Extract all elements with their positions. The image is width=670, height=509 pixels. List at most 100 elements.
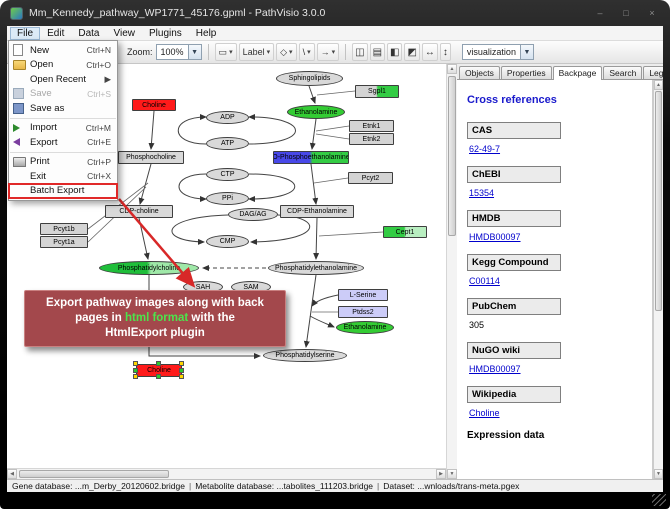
menu-help[interactable]: Help	[195, 27, 217, 39]
pathway-node-ptdss2[interactable]: Ptdss2	[338, 306, 388, 318]
canvas-horizontal-scrollbar[interactable]: ◀ ▶	[7, 468, 446, 479]
file-menu-item-open-recent[interactable]: Open Recent▶	[9, 72, 117, 87]
pathway-node-etnk1[interactable]: Etnk1	[349, 120, 394, 132]
align-center-horizontal-icon[interactable]: ◫	[352, 43, 368, 61]
pathway-node-cept1[interactable]: Cept1	[383, 226, 427, 238]
scroll-up-arrow-icon[interactable]: ▲	[654, 80, 663, 90]
tab-backpage[interactable]: Backpage	[552, 66, 603, 80]
datanode-tool[interactable]: ▭▾	[214, 43, 237, 61]
selection-handle[interactable]	[133, 367, 138, 373]
selection-handle[interactable]	[133, 361, 138, 366]
file-menu-item-batch-export[interactable]: Batch Export	[8, 182, 118, 199]
tab-properties[interactable]: Properties	[500, 66, 552, 79]
pathway-node-cdp-ethanolamine[interactable]: CDP-Ethanolamine	[280, 205, 354, 218]
shape-tool[interactable]: ◇▾	[276, 43, 297, 61]
sidepanel-tabs: ObjectsPropertiesBackpageSearchLegend	[457, 64, 663, 80]
selection-handle[interactable]	[156, 361, 161, 366]
dropdown-arrow-icon[interactable]: ▾	[229, 49, 233, 56]
crossref-link[interactable]: HMDB00097	[469, 232, 521, 242]
maximize-button[interactable]: □	[623, 8, 629, 18]
pathway-node-choline[interactable]: Choline	[132, 99, 176, 111]
scroll-left-arrow-icon[interactable]: ◀	[7, 469, 17, 479]
set-common-width-icon[interactable]: ↔	[421, 43, 438, 61]
pathway-node-ethanolamine[interactable]: Ethanolamine	[287, 105, 345, 119]
selection-handle[interactable]	[133, 374, 138, 379]
selection-handle[interactable]	[179, 367, 184, 373]
menu-data[interactable]: Data	[78, 27, 100, 39]
align-top-icon[interactable]: ◩	[404, 43, 420, 61]
pathway-node-adp[interactable]: ADP	[206, 111, 249, 124]
pathway-node-o-phosphoethanolamine[interactable]: O-Phosphoethanolamine	[273, 151, 349, 164]
crossref-link[interactable]: HMDB00097	[469, 364, 521, 374]
minimize-button[interactable]: –	[597, 8, 603, 18]
menu-file[interactable]: File	[10, 26, 41, 40]
pathway-node-ppi[interactable]: PPi	[206, 192, 249, 205]
pathway-node-pcyt1b[interactable]: Pcyt1b	[40, 223, 88, 235]
window-title: Mm_Kennedy_pathway_WP1771_45176.gpml - P…	[29, 7, 326, 19]
vertical-scroll-thumb[interactable]	[448, 76, 456, 236]
align-left-icon[interactable]: ◧	[387, 43, 403, 61]
titlebar[interactable]: Mm_Kennedy_pathway_WP1771_45176.gpml - P…	[0, 0, 670, 26]
scroll-down-arrow-icon[interactable]: ▼	[447, 469, 457, 479]
crossref-link[interactable]: 15354	[469, 188, 495, 198]
menu-plugins[interactable]: Plugins	[148, 27, 182, 39]
menu-shortcut: Ctrl+S	[87, 88, 111, 99]
zoom-combobox[interactable]: 100% ▼	[155, 44, 202, 60]
label-tool[interactable]: Label▾	[238, 43, 275, 61]
tab-search[interactable]: Search	[603, 66, 643, 79]
line-tool[interactable]: \▾	[298, 43, 315, 61]
backpage-scrollbar[interactable]: ▲ ▼	[653, 80, 663, 479]
pathway-node-cmp[interactable]: CMP	[206, 235, 249, 248]
dropdown-arrow-icon[interactable]: ▾	[307, 49, 311, 56]
dropdown-arrow-icon[interactable]: ▾	[331, 49, 336, 56]
selection-handle[interactable]	[179, 361, 184, 366]
scroll-right-arrow-icon[interactable]: ▶	[436, 469, 446, 479]
chevron-down-icon[interactable]: ▼	[519, 45, 533, 59]
canvas-vertical-scrollbar[interactable]: ▲ ▼	[446, 64, 457, 479]
pathway-node-pcyt2[interactable]: Pcyt2	[348, 172, 393, 184]
pathway-node-l-serine[interactable]: L-Serine	[338, 289, 388, 301]
backpage-scroll-thumb[interactable]	[655, 91, 662, 311]
selection-handle[interactable]	[179, 374, 184, 379]
dropdown-arrow-icon[interactable]: ▾	[289, 49, 293, 56]
pathway-node-phosphatidylethanolamine[interactable]: Phosphatidylethanolamine	[268, 261, 364, 275]
scroll-down-arrow-icon[interactable]: ▼	[654, 469, 663, 479]
set-common-height-icon[interactable]: ↕	[439, 43, 451, 61]
pathway-node-atp[interactable]: ATP	[206, 137, 249, 150]
file-menu-item-save-as[interactable]: Save as	[9, 101, 117, 116]
pathway-node-cdp-choline[interactable]: CDP-choline	[105, 205, 173, 218]
crossref-link[interactable]: Choline	[469, 408, 500, 418]
horizontal-scroll-thumb[interactable]	[19, 470, 169, 478]
menu-edit[interactable]: Edit	[47, 27, 65, 39]
menu-view[interactable]: View	[113, 27, 135, 39]
tab-objects[interactable]: Objects	[459, 66, 500, 79]
selection-handle[interactable]	[156, 374, 161, 379]
tab-legend[interactable]: Legend	[643, 66, 663, 79]
pathway-node-etnk2[interactable]: Etnk2	[349, 133, 394, 145]
pathway-node-pcyt1a[interactable]: Pcyt1a	[40, 236, 88, 248]
connector-tool[interactable]: →▾	[316, 43, 340, 61]
pathway-node-ctp[interactable]: CTP	[206, 168, 249, 181]
crossref-link[interactable]: 62-49-7	[469, 144, 501, 154]
close-button[interactable]: ×	[649, 8, 655, 18]
pathway-node-phosphatidylserine[interactable]: Phosphatidylserine	[263, 349, 347, 362]
pathway-node-phosphatidylcholine[interactable]: Phosphatidylcholine	[99, 261, 199, 275]
crossref-link[interactable]: C00114	[469, 276, 500, 286]
pathway-node-dag-ag[interactable]: DAG/AG	[228, 208, 278, 221]
pathway-node-sgpl1[interactable]: Sgpl1	[355, 85, 399, 98]
visualization-combobox[interactable]: visualization ▼	[461, 44, 534, 60]
resize-grip[interactable]	[652, 494, 666, 506]
pathway-node-ethanolamine[interactable]: Ethanolamine	[336, 321, 394, 334]
pathway-node-phosphocholine[interactable]: Phosphocholine	[118, 151, 184, 164]
align-center-vertical-icon[interactable]: ▤	[369, 43, 386, 61]
chevron-down-icon[interactable]: ▼	[187, 45, 201, 59]
pathway-node-sphingolipids[interactable]: Sphingolipids	[276, 71, 343, 86]
scroll-up-arrow-icon[interactable]: ▲	[447, 64, 457, 74]
dropdown-arrow-icon[interactable]: ▾	[266, 49, 271, 56]
